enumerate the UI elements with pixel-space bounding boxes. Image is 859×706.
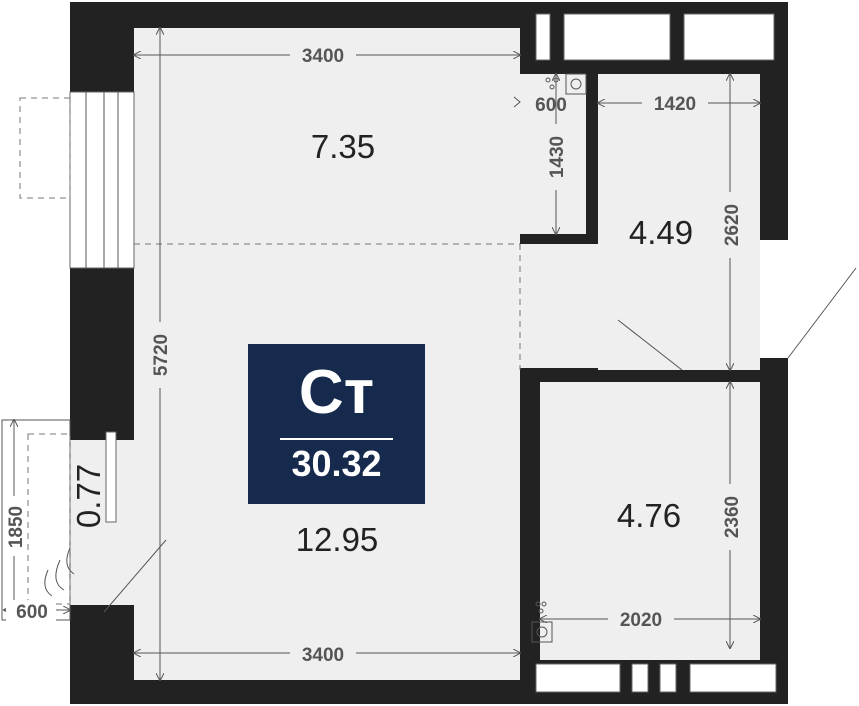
dim-niche-height: 1430 xyxy=(547,136,568,178)
bath-wall-top-left xyxy=(522,370,598,382)
shower-icon xyxy=(44,547,75,597)
dim-left-height: 5720 xyxy=(151,334,172,376)
top-windows xyxy=(535,13,775,61)
niche-wall-vertical xyxy=(586,74,598,244)
bottom-windows xyxy=(535,663,777,693)
dim-balcony-height: 1850 xyxy=(6,506,27,548)
dim-niche-width: 600 xyxy=(535,95,567,116)
unit-badge: Ст 30.32 xyxy=(248,344,425,504)
unit-type: Ст xyxy=(298,358,375,427)
hall-area: 4.49 xyxy=(629,214,693,251)
dim-balcony-width: 600 xyxy=(16,602,48,623)
dim-bath-height: 2360 xyxy=(722,496,743,538)
niche-wall xyxy=(520,234,598,244)
dim-top-width: 3400 xyxy=(302,46,344,67)
total-area: 30.32 xyxy=(291,443,382,484)
balcony-area: 0.77 xyxy=(70,464,107,528)
badge-divider xyxy=(280,438,393,440)
dim-hall-height: 2620 xyxy=(722,204,743,246)
entry-door xyxy=(787,267,857,359)
dim-bottom-width: 3400 xyxy=(302,645,344,666)
dim-hall-width: 1420 xyxy=(654,94,696,115)
living-area: 12.95 xyxy=(296,521,379,558)
left-window xyxy=(19,91,135,269)
kitchen-area: 7.35 xyxy=(311,128,375,165)
bath-wall-top-right xyxy=(682,370,764,382)
bathroom-area: 4.76 xyxy=(617,497,681,534)
right-entry-gap xyxy=(760,240,790,358)
right-wall-lower xyxy=(760,358,788,704)
bath-wall-left xyxy=(522,370,540,680)
dim-bath-width: 2020 xyxy=(620,610,662,631)
left-opening-floor xyxy=(70,440,134,605)
hall-floor xyxy=(520,234,598,368)
hall-door xyxy=(617,319,683,371)
